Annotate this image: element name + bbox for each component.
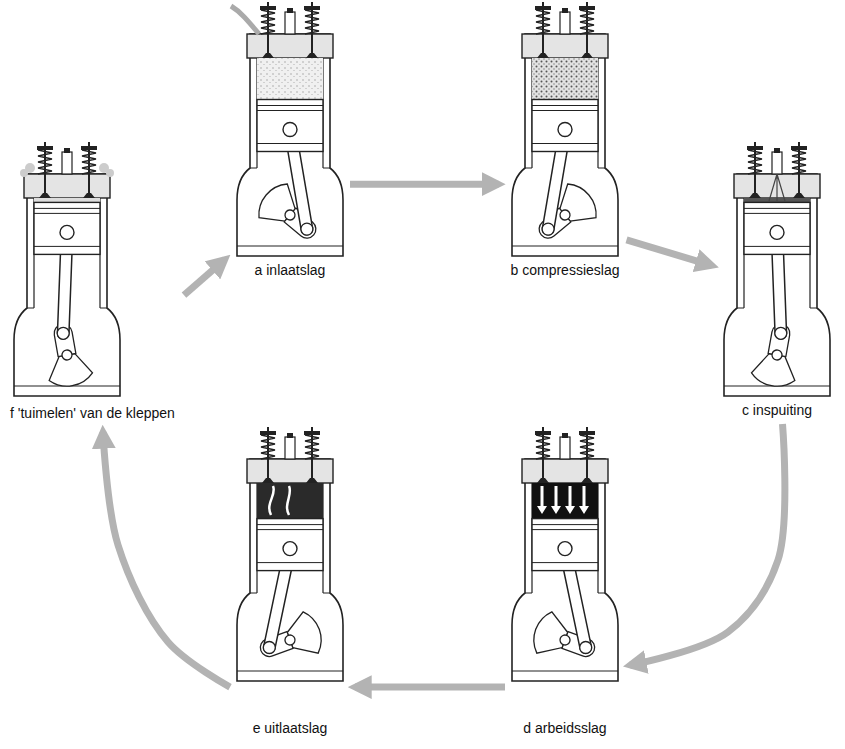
counterweight [282,609,326,661]
piston [257,519,323,571]
crank-pin [580,642,592,654]
piston-ring [257,106,323,144]
wrist-pin [558,542,572,556]
gas-swirl [269,486,290,515]
fresh-air [257,58,323,100]
compressed-air [532,58,598,100]
cycle-arrow [184,259,225,295]
engine-power [512,427,618,681]
crank [527,178,603,252]
fuel-spray [769,174,785,201]
exhaust-gas [257,483,323,519]
pressure-arrowhead [537,506,589,514]
crank-center [558,208,572,222]
stage-caption: c inspuiting [742,402,812,419]
counterweight [528,609,572,661]
engine-body [237,427,343,681]
gas-puff [106,169,114,177]
stage-caption: a inlaatslag [255,262,326,279]
crank-center [559,634,572,647]
stage-node: f 'tuimelen' van de kleppen [10,140,179,422]
stage-caption: f 'tuimelen' van de kleppen [10,405,175,422]
engine-valve-overlap [14,142,120,396]
intake-flow [231,6,259,34]
pressure-arrow [542,486,584,508]
crank-center [61,349,73,361]
piston-ring [34,208,100,246]
crank-pin [263,642,275,654]
engine-body [512,427,618,681]
stage-caption: d arbeidsslag [523,720,606,737]
crank [750,321,804,390]
stage-node: d arbeidsslag [510,425,620,737]
stage-caption: e uitlaatslag [253,720,328,737]
cycle-arrow [627,240,713,266]
engine-body [512,2,618,256]
cycle-arrow [350,181,499,188]
burning-gas [532,483,598,519]
wrist-pin [770,225,784,239]
cycle-arrow [103,432,230,687]
piston-ring [532,525,598,563]
engine-body [237,2,343,256]
gas-puff [20,169,28,177]
crank-pin [301,223,313,235]
cycle-arrow [355,684,505,691]
stage-node: a inlaatslag [235,0,345,279]
cycle-arrow [630,424,785,665]
piston [744,202,810,254]
engine-body [724,142,830,396]
piston-ring [257,525,323,563]
crank [40,321,94,390]
engine-compression [512,2,618,256]
crank-center [771,349,783,361]
crank-center [284,634,297,647]
engine-injection [724,142,830,396]
crank [252,178,328,252]
stage-node: e uitlaatslag [235,425,345,737]
stage-node: c inspuiting [722,140,832,419]
engine-intake [231,2,343,256]
stage-node: b compressieslag [509,0,622,279]
wrist-pin [283,542,297,556]
crank-pin [542,223,554,235]
engine-exhaust [237,427,343,681]
piston [34,202,100,254]
wrist-pin [558,123,572,137]
wrist-pin [60,225,74,239]
crank-pin [57,327,69,339]
piston [532,100,598,152]
crank-pin [775,327,787,339]
piston [257,100,323,152]
wrist-pin [283,123,297,137]
piston-ring [744,208,810,246]
piston [532,519,598,571]
engine-body [14,142,120,396]
piston-ring [532,106,598,144]
crank-center [283,208,297,222]
stage-caption: b compressieslag [511,262,620,279]
